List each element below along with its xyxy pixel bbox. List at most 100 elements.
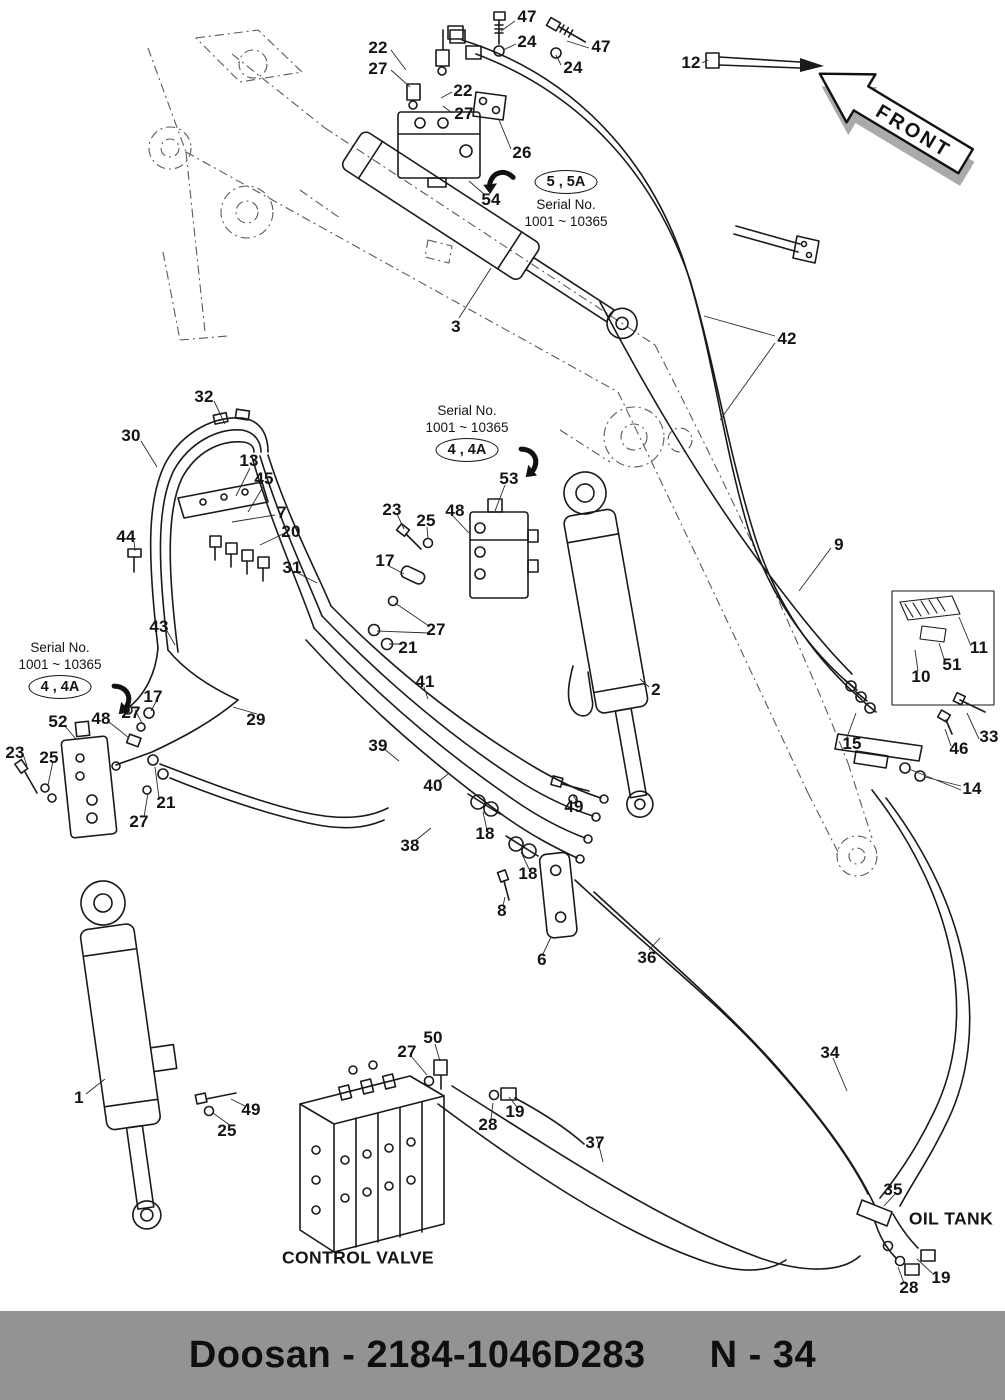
part-label-24: 24 [563,58,583,77]
part-label-37: 37 [585,1133,605,1152]
serial-callout: Serial No. 1001 ~ 10365 4 , 4A [425,402,539,478]
part-label-18: 18 [475,824,495,843]
control-valve-caption: CONTROL VALVE [281,1247,435,1268]
bolt-23-mid [395,522,422,550]
part-label-22: 22 [453,81,473,100]
part-label-27: 27 [129,812,149,831]
part-label-48: 48 [91,709,111,728]
part-label-41: 41 [415,672,435,691]
serial-range-badge: 4 , 4A [435,438,499,462]
leader-lines [22,20,980,1284]
hoses-37 [437,1085,861,1271]
part-label-29: 29 [246,710,266,729]
part-label-17: 17 [375,551,395,570]
oil-tank-caption: OIL TANK [908,1208,994,1229]
part-label-9: 9 [834,535,844,554]
hose-clamps-18 [467,793,539,859]
pin-12 [705,52,824,72]
valve-fittings [423,1059,517,1101]
part-label-54: 54 [481,190,501,209]
part-label-12: 12 [681,53,701,72]
part-label-27: 27 [368,59,388,78]
part-label-18: 18 [518,864,538,883]
footer-bar: Doosan - 2184-1046D283 N - 34 [0,1311,1005,1400]
part-label-27: 27 [426,620,446,639]
bracket-6 [538,851,578,939]
part-label-31: 31 [282,558,302,577]
cylinder-valve-block [469,498,539,599]
serial-no-range: 1001 ~ 10365 [524,214,608,229]
part-label-34: 34 [820,1043,840,1062]
rotation-arrow-icon [483,169,516,194]
part-label-25: 25 [39,748,59,767]
part-label-20: 20 [281,522,301,541]
control-valve-block [299,1060,445,1253]
part-label-28: 28 [899,1278,919,1297]
arm-cylinder-bracket [567,665,594,717]
part-label-52: 52 [48,712,68,731]
part-label-36: 36 [637,948,657,967]
part-label-8: 8 [497,901,507,920]
hoses-38-41 [305,605,609,864]
part-label-51: 51 [942,655,962,674]
washer-25-mid [422,537,434,549]
part-label-24: 24 [517,32,537,51]
part-label-2: 2 [651,680,661,699]
serial-range-badge: 5 , 5A [534,170,598,194]
rotation-arrow-icon [518,446,539,478]
part-label-28: 28 [478,1115,498,1134]
part-label-43: 43 [149,617,169,636]
part-label-1: 1 [74,1088,84,1107]
part-label-21: 21 [156,793,176,812]
boom-hoses [449,29,863,701]
part-label-13: 13 [239,451,259,470]
serial-no-label: Serial No. [437,403,497,418]
serial-range-badge: 4 , 4A [28,675,92,699]
part-label-35: 35 [883,1180,903,1199]
part-label-46: 46 [949,739,969,758]
left-valve-block [60,720,118,839]
part-label-38: 38 [400,836,420,855]
part-label-39: 39 [368,736,388,755]
left-fittings [125,707,389,829]
part-label-25: 25 [416,511,436,530]
bolt-49-low [194,1092,237,1117]
serial-no-range: 1001 ~ 10365 [425,420,509,435]
part-label-40: 40 [423,776,443,795]
part-label-33: 33 [979,727,999,746]
part-label-42: 42 [777,329,797,348]
part-label-14: 14 [962,779,982,798]
top-valve-block [397,25,507,188]
part-label-30: 30 [121,426,141,445]
part-label-23: 23 [5,743,25,762]
arm-cylinder [563,471,654,818]
front-direction-arrow: FRONT [818,72,975,186]
part-label-47: 47 [591,37,611,56]
bucket-cylinder [341,131,638,340]
fitting-17-mid [400,565,426,585]
part-label-10: 10 [911,667,931,686]
bolts-47-24 [493,11,587,59]
right-fittings [834,679,986,782]
part-label-19: 19 [931,1268,951,1287]
solid-parts [14,11,995,1276]
part-label-32: 32 [194,387,214,406]
part-label-53: 53 [499,469,519,488]
part-label-23: 23 [382,500,402,519]
serial-no-label: Serial No. [30,640,90,655]
part-label-19: 19 [505,1102,525,1121]
boom-cylinder [79,880,178,1230]
bolt-8 [496,869,510,901]
part-label-26: 26 [512,143,532,162]
part-label-21: 21 [398,638,418,657]
serial-no-range: 1001 ~ 10365 [18,657,102,672]
part-label-48: 48 [445,501,465,520]
part-label-7: 7 [277,503,287,522]
part-label-49: 49 [241,1100,261,1119]
serial-callout: Serial No. 1001 ~ 10365 4 , 4A [18,639,132,715]
footer-doc-number: Doosan - 2184-1046D283 [188,1334,646,1376]
part-label-25: 25 [217,1121,237,1140]
